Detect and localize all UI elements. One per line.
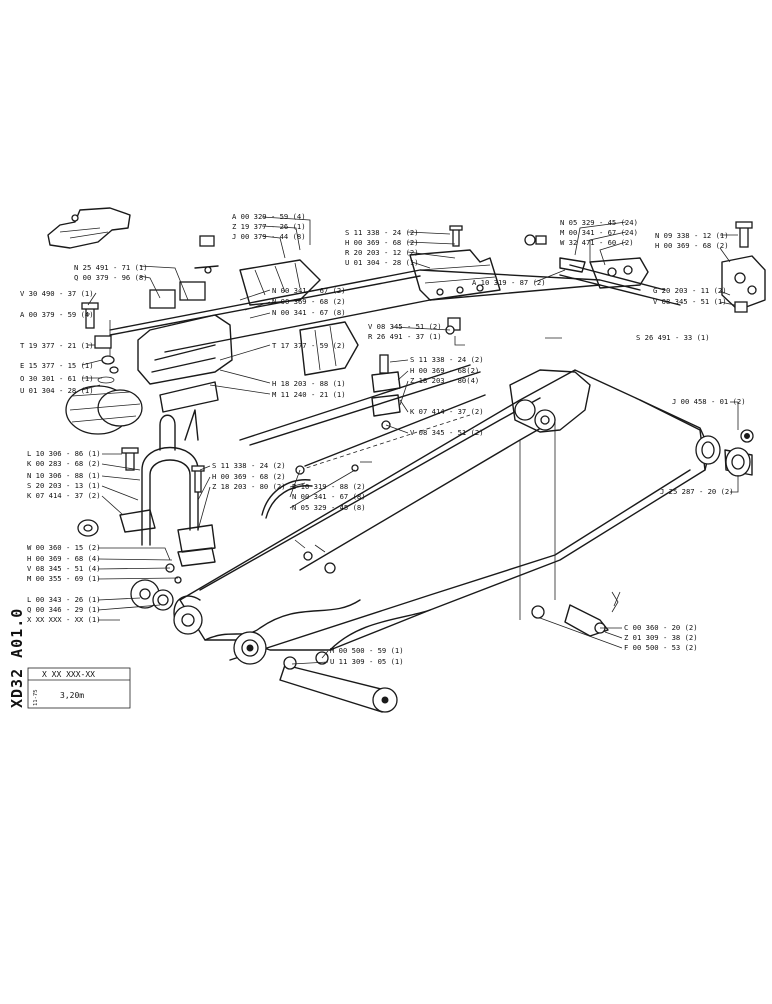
callout-m-00-341-67-24: M 00 341 - 67 (24) <box>560 228 638 237</box>
callout-l-10-306-86-1: L 10 306 - 86 (1) <box>27 449 101 458</box>
callout-r-20-203-12-2: R 20 203 - 12 (2) <box>345 248 419 257</box>
leader-lines <box>81 216 739 665</box>
callout-k-07-414-37-2-mid: K 07 414 - 37 (2) <box>410 407 484 416</box>
callout-n-05-329-45-8: N 05 329 - 45 (8) <box>292 503 366 512</box>
callout-k-00-283-68-2: K 00 283 - 68 (2) <box>27 459 101 468</box>
bracket-detail <box>47 207 131 249</box>
callout-f-00-500-53-2: F 00 500 - 53 (2) <box>624 643 698 652</box>
callout-v-08-345-51-1: V 08 345 - 51 (1) <box>653 297 727 306</box>
callout-h-00-369-68-2-mid: H 00 369 - 68(2) <box>410 366 479 375</box>
callout-t-19-377-21-1: T 19 377 - 21 (1) <box>20 341 94 350</box>
callout-n-00-341-67-2: N 00 341 - 67 (2) <box>272 286 346 295</box>
callout-x-xx-xxx-xx-1: X XX XXX - XX (1) <box>27 615 101 624</box>
callout-q-00-346-29-1: Q 00 346 - 29 (1) <box>27 605 101 614</box>
callout-v-30-490-37-1: V 30 490 - 37 (1) <box>20 289 94 298</box>
callout-g-20-203-11-2: G 20 203 - 11 (2) <box>653 286 727 295</box>
callout-n-10-306-88-1: N 10 306 - 88 (1) <box>27 471 101 480</box>
callout-s-20-203-13-1: S 20 203 - 13 (1) <box>27 481 101 490</box>
callout-h-00-369-68-2-low: H 00 369 - 68 (2) <box>212 472 286 481</box>
callout-b-10-319-88-2: B 10 319 - 88 (2) <box>292 482 366 491</box>
callout-n-25-491-71-1: N 25 491 - 71 (1) <box>74 263 148 272</box>
callout-r-26-491-37-1: R 26 491 - 37 (1) <box>368 332 442 341</box>
boom-length: 3,20m <box>60 691 84 700</box>
callout-j-00-458-01-2: J 00 458 - 01 (2) <box>672 397 746 406</box>
callout-t-17-377-59-2: T 17 377 - 59 (2) <box>272 341 346 350</box>
callout-m-11-240-21-1: M 11 240 - 21 (1) <box>272 390 346 399</box>
callout-m-00-500-59-1: M 00 500 - 59 (1) <box>330 646 404 655</box>
callout-c-00-360-20-2: C 00 360 - 20 (2) <box>624 623 698 632</box>
callout-l-00-343-26-1: L 00 343 - 26 (1) <box>27 595 101 604</box>
callout-h-18-203-88-1: H 18 203 - 88 (1) <box>272 379 346 388</box>
callout-v-08-345-51-2-mid: V 08 345 - 51 (2) <box>368 322 442 331</box>
callout-q-00-379-96-8: Q 00 379 - 96 (8) <box>74 273 148 282</box>
callout-h-00-369-68-2-top: H 00 369 - 68 (2) <box>345 238 419 247</box>
callout-s-11-338-24-2-mid: S 11 338 - 24 (2) <box>410 355 484 364</box>
callout-v-08-345-51-4: V 08 345 - 51 (4) <box>27 564 101 573</box>
callout-z-18-203-80-4: Z 18 203 - 80(4) <box>410 376 479 385</box>
callout-m-00-355-69-1: M 00 355 - 69 (1) <box>27 574 101 583</box>
callout-o-30-301-61-1: O 30 301 - 61 (1) <box>20 374 94 383</box>
title-block: XD32 A01.0 X XX XXX-XX 11-75 3,20m <box>8 608 131 709</box>
callout-n-00-341-67-8-low: N 00 341 - 67 (8) <box>292 492 366 501</box>
callout-j-25-287-20-2: J 25 287 - 20 (2) <box>660 487 734 496</box>
callout-a-00-329-59-4-top: A 00 329 - 59 (4) <box>232 212 306 221</box>
callout-u-01-304-28-1-top: U 01 304 - 28 (1) <box>345 258 419 267</box>
callout-w-00-360-15-2: W 00 360 - 15 (2) <box>27 543 101 552</box>
callout-a-00-379-59-4: A 00 379 - 59 (4) <box>20 310 94 319</box>
callout-w-32-471-60-2: W 32 471 - 60 (2) <box>560 238 634 247</box>
part-number: X XX XXX-XX <box>42 670 95 679</box>
hose-clamps-center <box>371 325 455 430</box>
boom-body <box>173 369 754 713</box>
callout-e-15-377-15-1: E 15 377 - 15 (1) <box>20 361 94 370</box>
callout-s-11-338-24-2-low: S 11 338 - 24 (2) <box>212 461 286 470</box>
callout-n-00-341-67-8: N 00 341 - 67 (8) <box>272 308 346 317</box>
sheet-code: XD32 A01.0 <box>8 608 26 708</box>
callout-labels: A 00 329 - 59 (4) Z 19 377 - 26 (1) J 00… <box>20 212 746 666</box>
callout-n-05-329-45-24: N 05 329 - 45 (24) <box>560 218 638 227</box>
callout-z-01-309-38-2: Z 01 309 - 38 (2) <box>624 633 698 642</box>
callout-j-00-379-44-8: J 00 379 - 44 (8) <box>232 232 306 241</box>
callout-h-00-369-68-4: H 00 369 - 68 (4) <box>27 554 101 563</box>
callout-v-08-345-51-2-low: V 08 345 - 51 (2) <box>410 428 484 437</box>
callout-k-07-414-37-2-left: K 07 414 - 37 (2) <box>27 491 101 500</box>
valve-stack <box>65 235 359 435</box>
callout-z-18-203-80-2: Z 18 203 - 80 (2) <box>212 482 286 491</box>
callout-u-01-304-28-1-left: U 01 304 - 28 (1) <box>20 386 94 395</box>
callout-u-11-309-05-1: U 11 309 - 05 (1) <box>330 657 404 666</box>
callout-s-11-338-24-2-top: S 11 338 - 24 (2) <box>345 228 419 237</box>
sheet-date: 11-75 <box>33 689 39 706</box>
hose-clamps-top <box>409 221 766 331</box>
callout-n-09-338-12-1: N 09 338 - 12 (1) <box>655 231 729 240</box>
callout-a-10-319-87-2: A 10 319 - 87 (2) <box>472 278 546 287</box>
callout-n-00-369-68-2: N 00 369 - 68 (2) <box>272 297 346 306</box>
callout-s-26-491-33-1: S 26 491 - 33 (1) <box>636 333 710 342</box>
callout-h-00-369-68-2-right: H 00 369 - 68 (2) <box>655 241 729 250</box>
callout-z-19-377-26-1: Z 19 377 - 26 (1) <box>232 222 306 231</box>
